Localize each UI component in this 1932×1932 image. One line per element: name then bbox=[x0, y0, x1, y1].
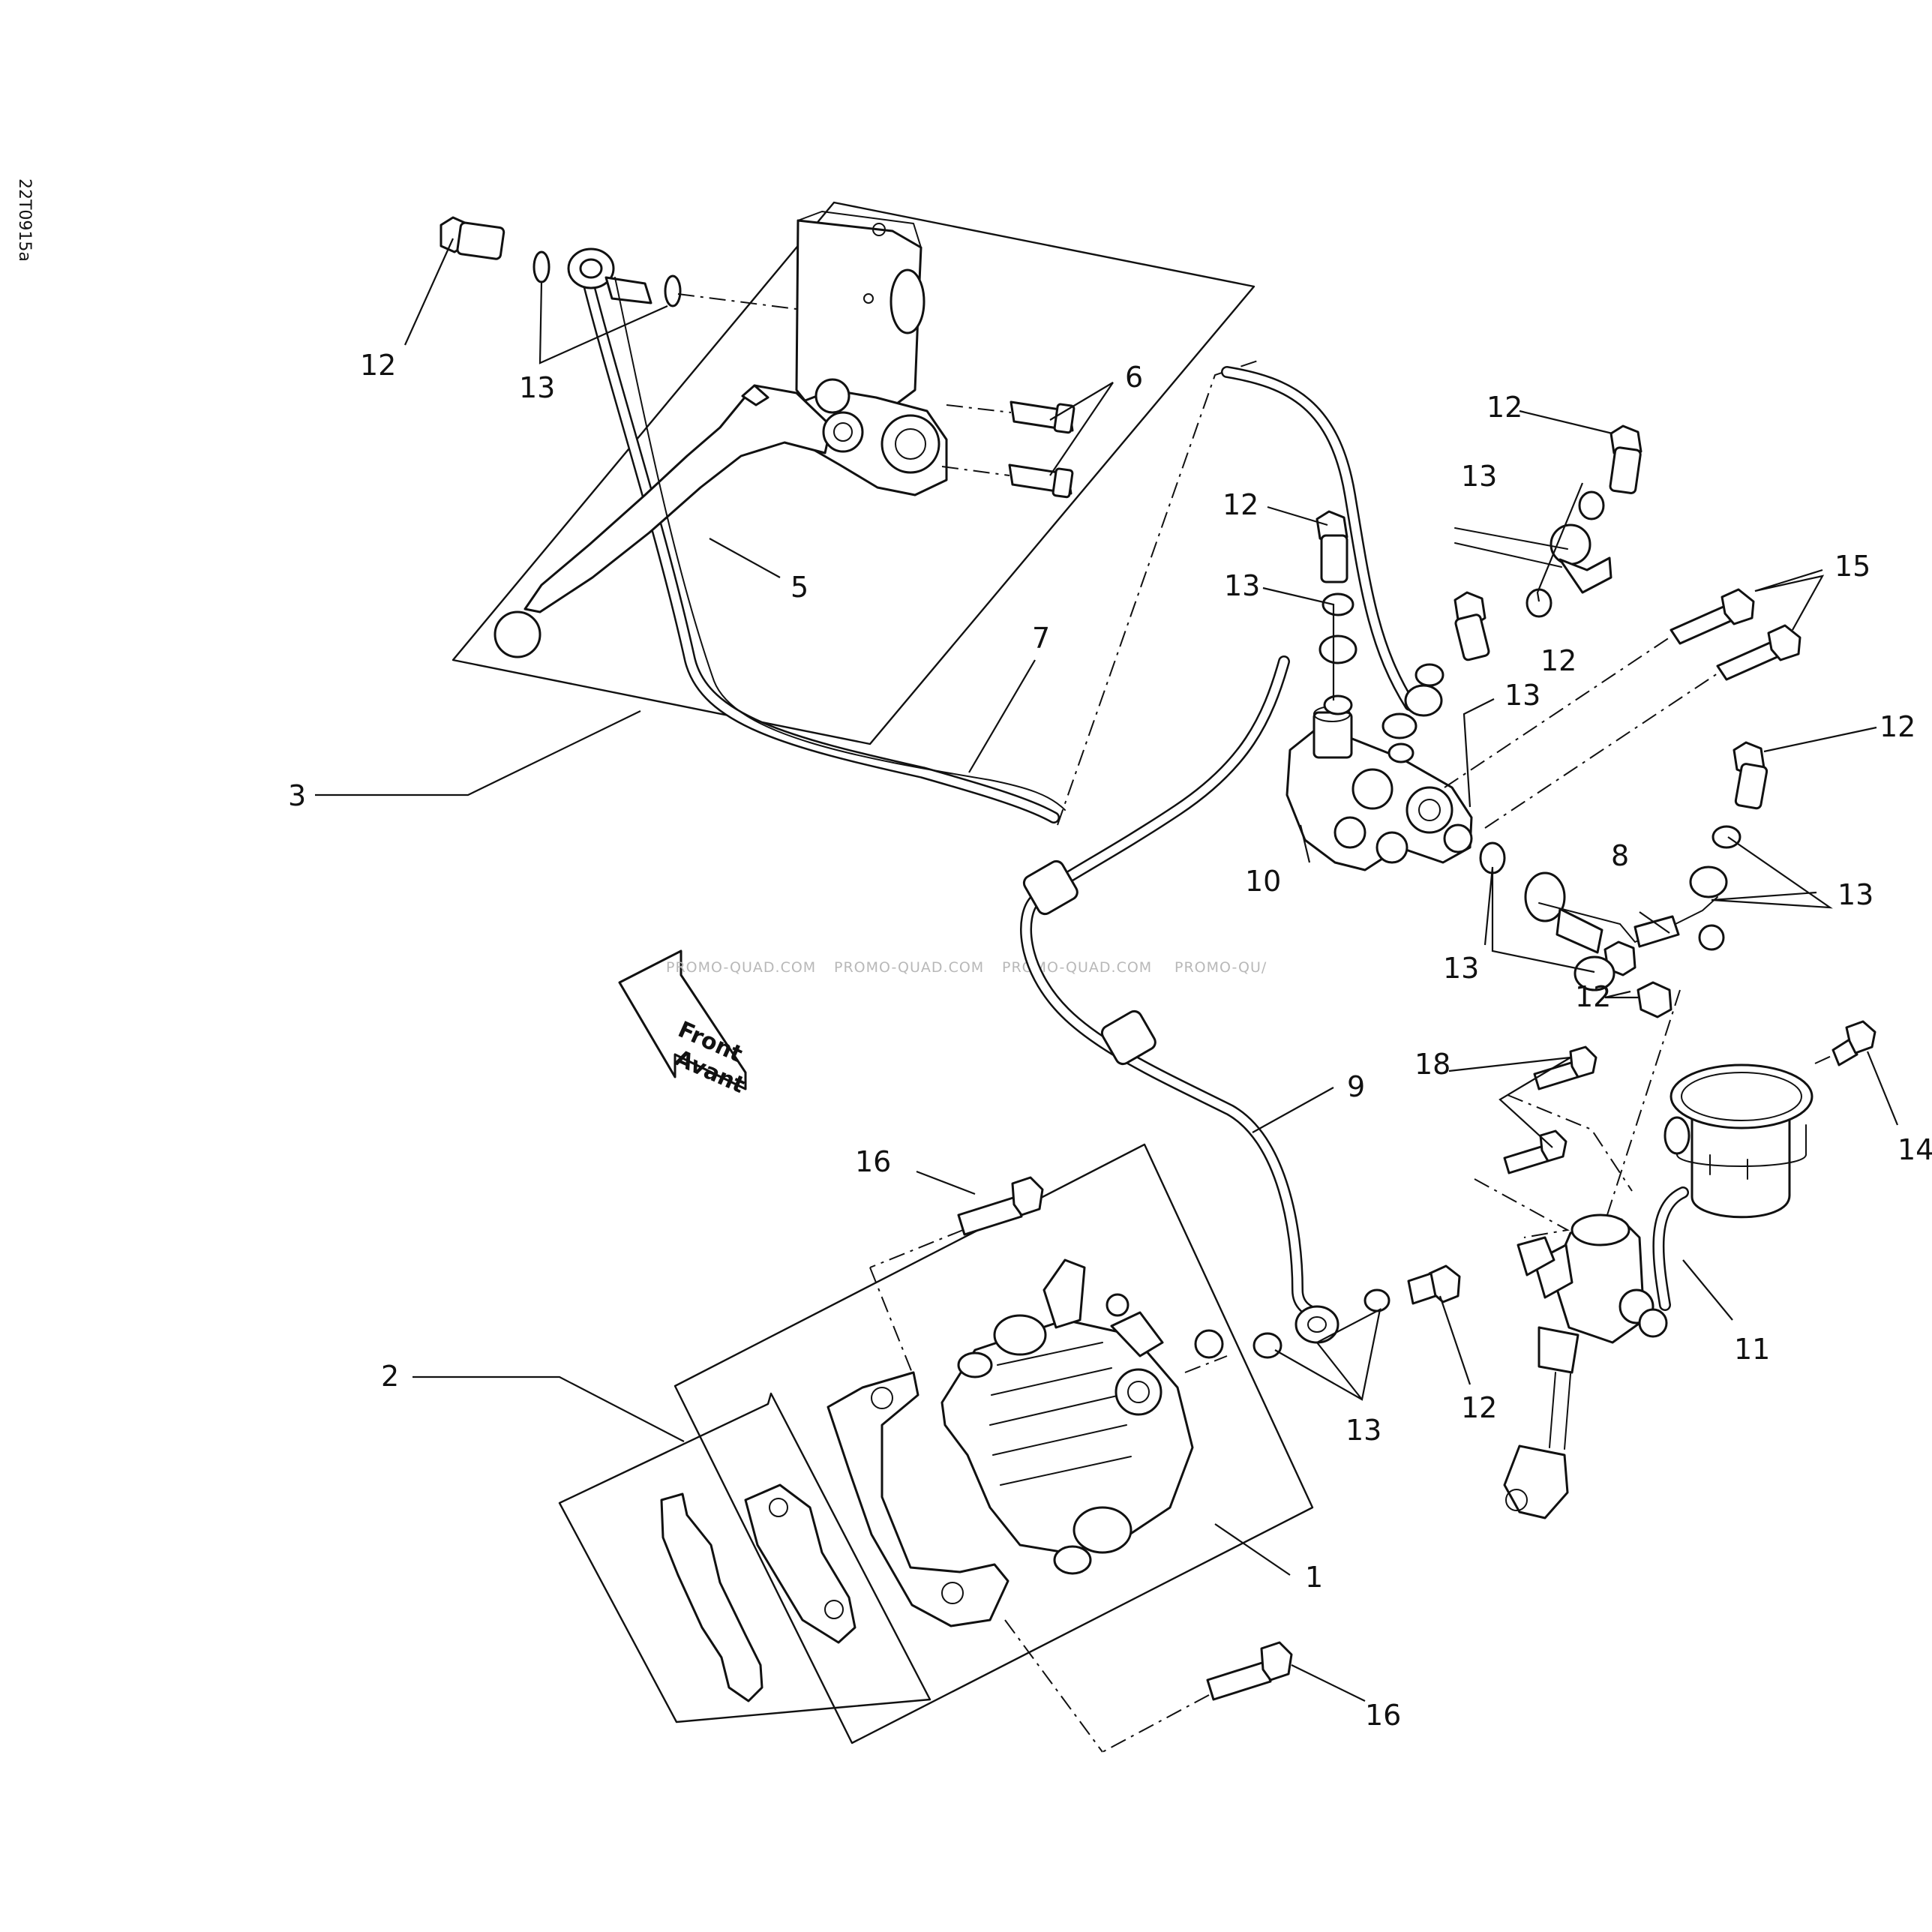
brake-hose-9 bbox=[1020, 656, 1326, 1320]
watermark-3: PROMO-QUAD.COM bbox=[1002, 959, 1152, 976]
callout-13: 13 bbox=[1346, 1414, 1382, 1447]
callout-12: 12 bbox=[1540, 644, 1576, 677]
handlebar-master-cylinder bbox=[792, 211, 948, 496]
distributor-fittings bbox=[1318, 592, 1604, 954]
drawing-id: 22T0915a bbox=[15, 178, 34, 262]
caliper-bracket bbox=[826, 1371, 1010, 1628]
mounting-screws-15 bbox=[1444, 588, 1802, 829]
callout-3: 3 bbox=[288, 779, 306, 812]
callout-10: 10 bbox=[1245, 865, 1281, 898]
callout-16: 16 bbox=[855, 1145, 891, 1178]
callout-8: 8 bbox=[1611, 839, 1629, 872]
brake-caliper-1 bbox=[940, 1258, 1224, 1575]
hose-3-outline bbox=[614, 277, 1066, 811]
watermark-4: PROMO-QU/ bbox=[1174, 959, 1267, 976]
callout-6: 6 bbox=[1125, 361, 1143, 394]
pivot-screws-6 bbox=[941, 400, 1076, 499]
callout-16: 16 bbox=[1365, 1699, 1401, 1732]
hose-upper-distributor bbox=[1221, 366, 1416, 711]
mounting-screws-18 bbox=[1474, 1046, 1633, 1238]
reservoir-hose bbox=[1652, 1186, 1689, 1311]
callout-labels: 12 13 6 5 7 3 12 13 12 13 15 12 13 12 10… bbox=[288, 349, 1932, 1732]
hose-upper-right bbox=[1454, 527, 1568, 568]
hose-7-continuation bbox=[1057, 359, 1261, 826]
watermark-1: PROMO-QUAD.COM bbox=[666, 959, 816, 976]
callout-13: 13 bbox=[1224, 569, 1260, 602]
callout-13: 13 bbox=[1443, 952, 1479, 985]
callout-12: 12 bbox=[1575, 980, 1611, 1013]
callout-15: 15 bbox=[1834, 550, 1870, 583]
callout-1: 1 bbox=[1305, 1561, 1323, 1594]
reservoir-screw-14 bbox=[1814, 1020, 1876, 1066]
caliper-bolt-16-top bbox=[869, 1176, 1044, 1268]
rear-master-cylinder-11 bbox=[1503, 1214, 1668, 1520]
assembly-3-panel bbox=[452, 201, 1256, 746]
assembly-axis-banjo bbox=[677, 293, 797, 310]
banjo-bolt-12-distributor-a bbox=[1316, 510, 1348, 584]
brake-hose-7 bbox=[579, 264, 1060, 824]
banjo-bolt-12-distributor-b bbox=[1454, 591, 1490, 662]
callout-12: 12 bbox=[1880, 710, 1916, 743]
callout-14: 14 bbox=[1898, 1133, 1932, 1166]
watermark-2: PROMO-QUAD.COM bbox=[834, 959, 984, 976]
assembly-1-panel bbox=[674, 1143, 1314, 1744]
callout-13: 13 bbox=[519, 371, 555, 404]
callout-leaders bbox=[315, 238, 1899, 1702]
hose-banjo-fitting-top bbox=[567, 248, 652, 304]
callout-12: 12 bbox=[1461, 1391, 1497, 1424]
brake-distributor-10 bbox=[1286, 706, 1473, 872]
banjo-bolt-12-distributor-c bbox=[1526, 424, 1642, 618]
callout-12: 12 bbox=[1486, 391, 1522, 424]
callout-9: 9 bbox=[1347, 1070, 1365, 1103]
banjo-bolt-12-top bbox=[440, 216, 506, 260]
watermark-row: PROMO-QUAD.COM PROMO-QUAD.COM PROMO-QUAD… bbox=[666, 959, 1267, 976]
brake-hose-8 bbox=[1538, 866, 1728, 1018]
callout-18: 18 bbox=[1414, 1048, 1450, 1081]
callout-5: 5 bbox=[790, 571, 808, 604]
caliper-bolt-16-bottom bbox=[1102, 1641, 1293, 1753]
assembly-2-panel bbox=[558, 1392, 932, 1724]
callout-11: 11 bbox=[1734, 1333, 1770, 1366]
brake-lever-5 bbox=[494, 384, 864, 658]
callout-13: 13 bbox=[1461, 460, 1497, 493]
reservoir-14 bbox=[1664, 1064, 1814, 1219]
banjo-bolt-12-right bbox=[1712, 741, 1768, 849]
callout-12: 12 bbox=[1222, 488, 1258, 521]
callout-7: 7 bbox=[1032, 622, 1050, 655]
caliper-axis bbox=[869, 1267, 1228, 1753]
hose-8-axis bbox=[1597, 989, 1681, 1246]
brake-pads-2 bbox=[660, 1484, 856, 1702]
callout-13: 13 bbox=[1838, 878, 1874, 911]
callout-12: 12 bbox=[360, 349, 396, 382]
callout-2: 2 bbox=[381, 1360, 399, 1393]
callout-13: 13 bbox=[1504, 679, 1540, 712]
caliper-banjo-fitting bbox=[1252, 1264, 1461, 1359]
